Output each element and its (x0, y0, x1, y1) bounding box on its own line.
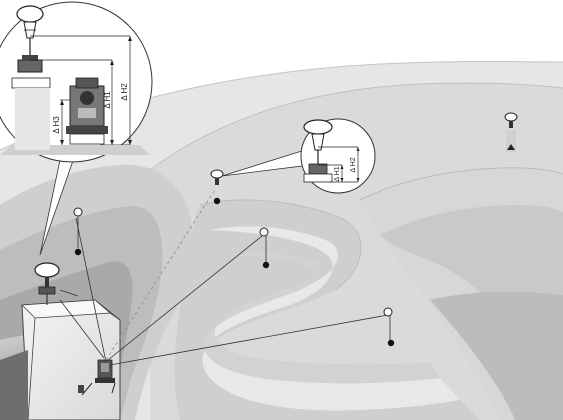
prism-target-3 (383, 307, 395, 347)
label-delta-h2-large: Δ H2 (120, 83, 129, 101)
label-delta-h2-small: Δ H2 (350, 157, 357, 172)
total-station (78, 359, 116, 396)
gnss-reference-antenna (34, 262, 60, 305)
gnss-rover (210, 169, 224, 205)
measurement-lines (59, 187, 389, 366)
label-delta-h1-small: Δ H1 (334, 166, 341, 181)
detail-callout-small (221, 118, 376, 194)
label-delta-h1-large: Δ H1 (103, 91, 112, 109)
label-delta-h3-large: Δ H3 (52, 116, 61, 134)
prism-target-1 (73, 207, 83, 256)
detail-callout-large (0, 1, 153, 256)
gnss-remote-antenna (504, 112, 518, 152)
instrument-building (0, 299, 121, 420)
prism-target-2 (259, 227, 270, 269)
